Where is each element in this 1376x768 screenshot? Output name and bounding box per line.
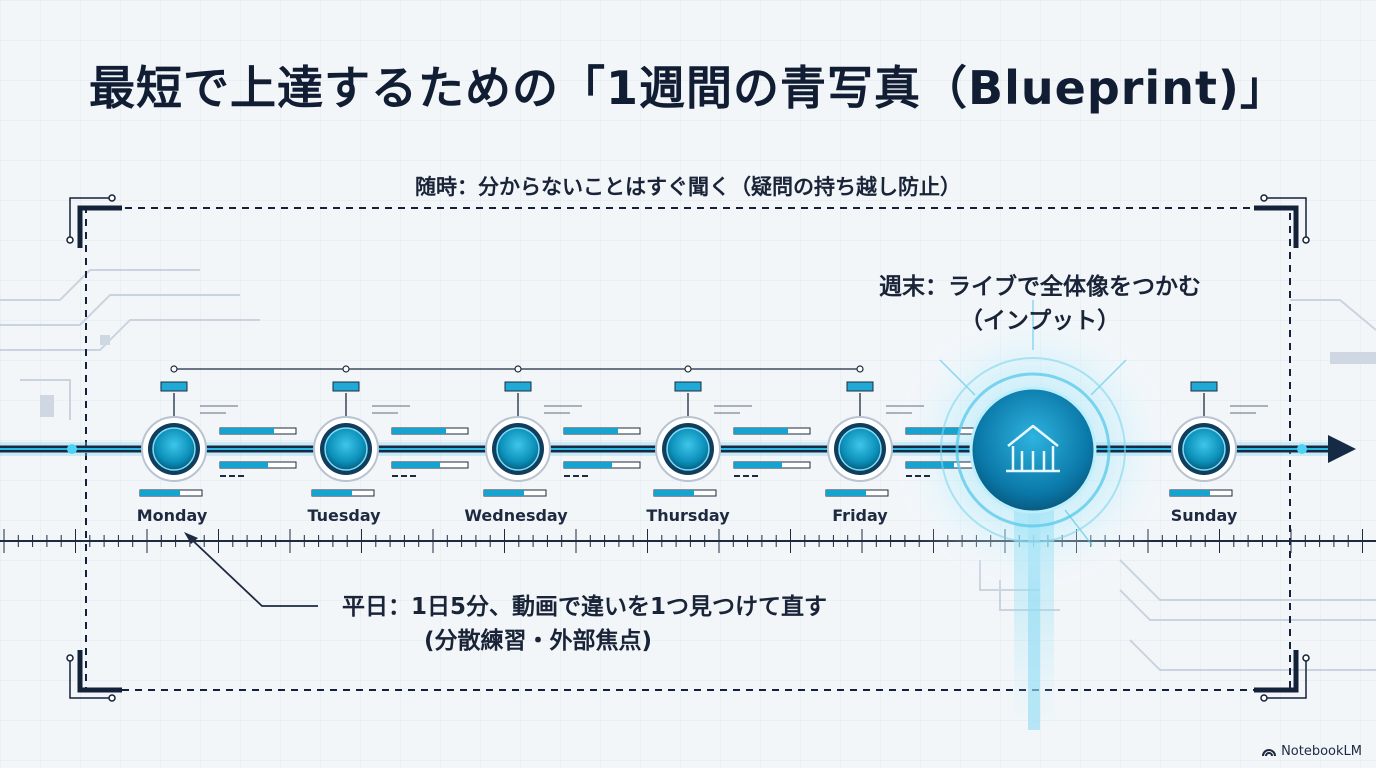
day-node-sunday bbox=[1169, 381, 1268, 497]
day-label-wednesday: Wednesday bbox=[464, 506, 568, 525]
brand-badge: NotebookLM bbox=[1262, 744, 1362, 759]
weekday-pointer bbox=[184, 532, 318, 607]
circuit-pads bbox=[40, 335, 1376, 417]
weekend-note-line1: 週末：ライブで全体像をつかむ bbox=[879, 274, 1201, 300]
day-node-thursday bbox=[653, 365, 811, 497]
day-label-monday: Monday bbox=[136, 506, 208, 525]
weekend-note: 週末：ライブで全体像をつかむ （インプット） bbox=[800, 270, 1280, 338]
weekend-hub bbox=[940, 357, 1126, 543]
day-node-wednesday bbox=[483, 365, 641, 497]
day-node-tuesday bbox=[311, 365, 469, 497]
day-label-thursday: Thursday bbox=[646, 506, 730, 525]
day-label-tuesday: Tuesday bbox=[307, 506, 381, 525]
notebooklm-logo-icon bbox=[1262, 749, 1277, 757]
page-title: 最短で上達するための「1週間の青写真（Blueprint)」 bbox=[89, 61, 1287, 115]
day-node-monday bbox=[139, 365, 297, 497]
day-label-friday: Friday bbox=[832, 506, 888, 525]
brand-name: NotebookLM bbox=[1281, 744, 1362, 759]
weekday-note: 平日：1日5分、動画で違いを1つ見つけて直す (分散練習・外部焦点) bbox=[300, 590, 980, 658]
anytime-note: 随時：分からないことはすぐ聞く（疑問の持ち越し防止） bbox=[415, 175, 961, 199]
weekday-note-line2: (分散練習・外部焦点) bbox=[424, 628, 653, 654]
house-icon bbox=[1006, 424, 1060, 473]
weekend-note-line2: （インプット） bbox=[959, 308, 1121, 334]
weekday-note-line1: 平日：1日5分、動画で違いを1つ見つけて直す bbox=[342, 594, 828, 620]
day-label-sunday: Sunday bbox=[1170, 506, 1238, 525]
